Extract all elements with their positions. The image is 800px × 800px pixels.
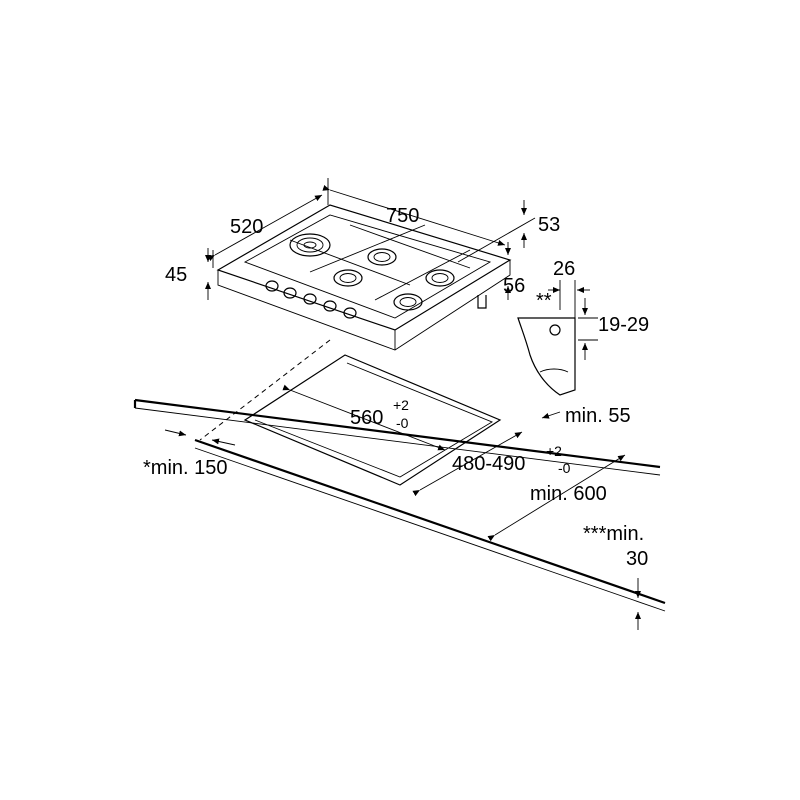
control-knobs (265, 280, 357, 319)
mounting-bracket (517, 280, 576, 396)
label-bracket-note: ** (536, 290, 552, 312)
label-cutout-depth-tol-minus: -0 (558, 460, 571, 476)
label-bracket-width: 26 (553, 258, 575, 280)
burner-front-middle (333, 269, 363, 287)
label-depth: 520 (230, 216, 263, 238)
burner-rear-middle (367, 248, 397, 266)
gas-connector-icon (477, 295, 487, 309)
burner-wok (289, 233, 331, 257)
label-width: 750 (386, 205, 419, 227)
label-side-offset: 56 (503, 275, 525, 297)
label-worktop-thickness: 19-29 (598, 314, 649, 336)
label-min-side: *min. 150 (143, 457, 228, 479)
label-cutout-depth-tol-plus: +2 (546, 443, 562, 459)
dimension-lines (164, 178, 641, 630)
label-cutout-width-tol-plus: +2 (393, 397, 409, 413)
label-height: 45 (165, 264, 187, 286)
label-cutout-width: 560 (350, 407, 383, 429)
label-min-back: min. 55 (565, 405, 631, 427)
label-top-offset: 53 (538, 214, 560, 236)
label-min-below-line1: ***min. (583, 523, 644, 545)
label-cutout-width-tol-minus: -0 (396, 415, 409, 431)
burner-rear-right (425, 269, 455, 287)
worktop (133, 398, 666, 612)
burner-front-right (393, 293, 423, 311)
label-min-below-line2: 30 (626, 548, 648, 570)
label-min-depth: min. 600 (530, 483, 607, 505)
label-cutout-depth: 480-490 (452, 453, 525, 475)
